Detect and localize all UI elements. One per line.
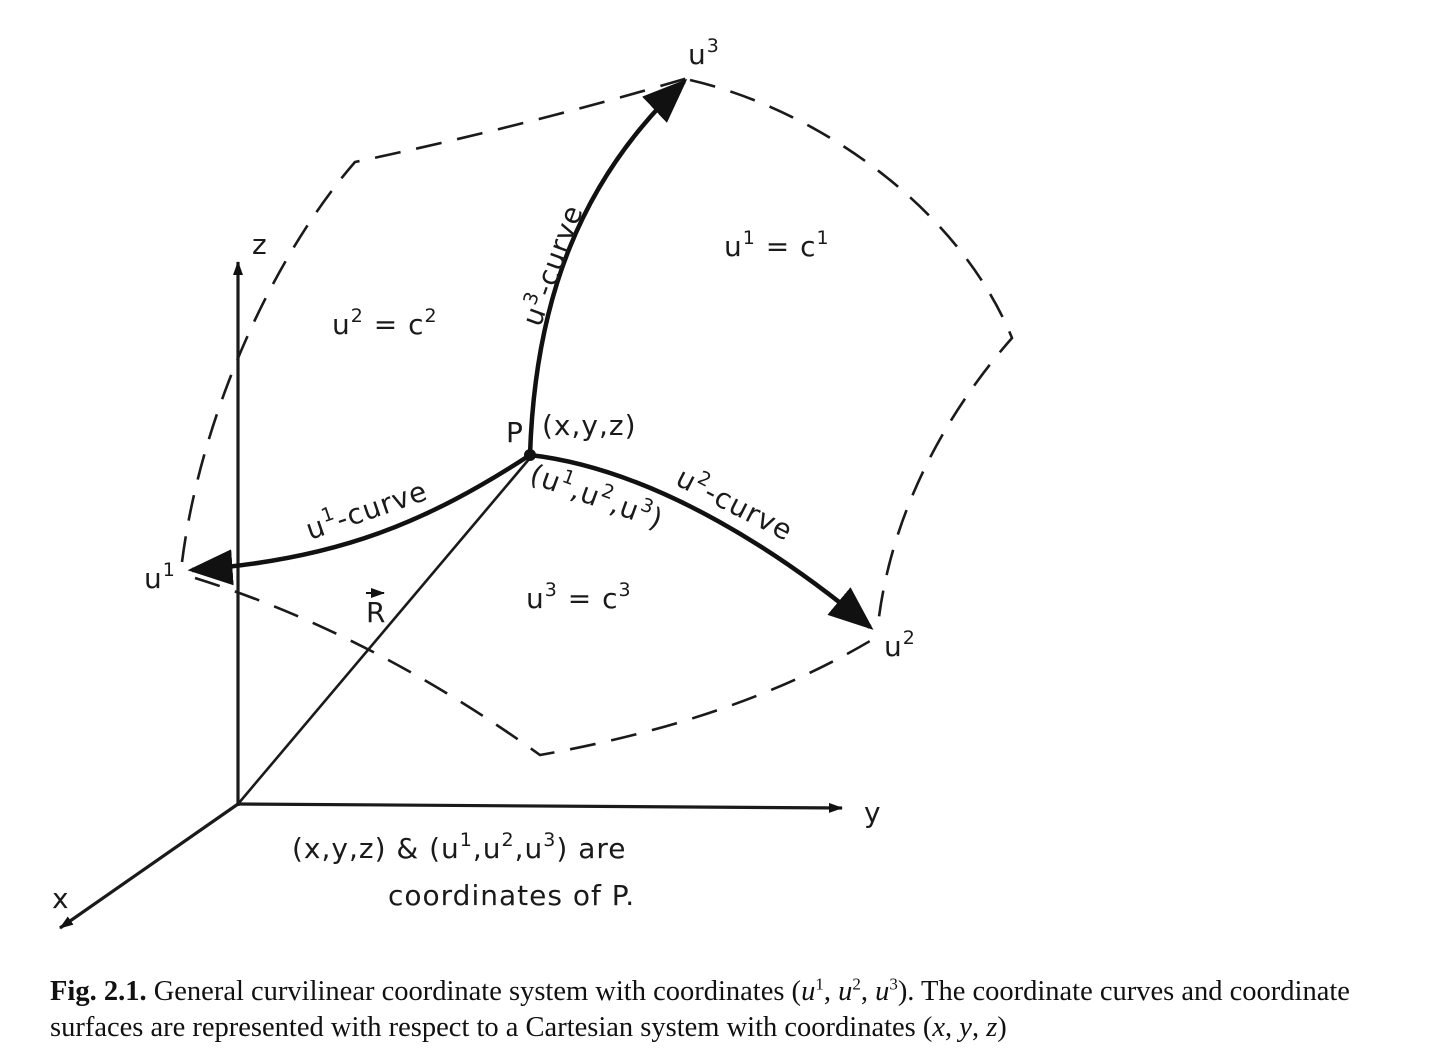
point-p [524,449,536,461]
x-axis-label: x [52,882,70,915]
u2-curve [529,452,874,630]
coordinates-note-line1: (x,y,z) & (u1,u2,u3) are [292,829,627,865]
x-axis [59,802,239,930]
surface-u3-label: u3 = c3 [526,579,632,615]
u3-curve [527,78,688,456]
surface-u1-boundary [689,78,1014,626]
u1-endpoint-label: u1 [144,559,176,595]
point-p-curvilinear: (u1,u2,u3) [526,455,669,536]
caption-label: Fig. 2.1. [50,976,147,1007]
surface-u1-label: u1 = c1 [724,227,830,263]
u2-curve-label: u2-curve [671,458,800,547]
surface-u2-label: u2 = c2 [332,305,438,341]
u1-curve [187,453,532,586]
figure-caption: Fig. 2.1. General curvilinear coordinate… [50,974,1350,1044]
u3-endpoint-label: u3 [688,35,720,71]
y-axis-label: y [864,796,882,829]
caption-text-2: ). The coordinate curves and coordinate … [50,976,1350,1043]
caption-text-1: General curvilinear coordinate system wi… [146,976,802,1007]
vector-r-label: R [366,588,386,629]
curvilinear-diagram: z y x R P (x,y,z) (u1,u2,u3) u1 u2 u3 u1… [52,35,1014,930]
z-axis-label: z [252,228,268,261]
coordinates-note-line2: coordinates of P. [388,879,635,912]
u2-endpoint-label: u2 [884,627,916,663]
vector-r-text: R [366,596,386,629]
surface-u2-boundary [180,76,689,563]
surface-u3-boundary [194,576,881,757]
point-p-cartesian: (x,y,z) [542,409,637,442]
position-vector-r [237,457,531,805]
point-p-label: P [506,416,524,449]
y-axis [237,802,843,813]
